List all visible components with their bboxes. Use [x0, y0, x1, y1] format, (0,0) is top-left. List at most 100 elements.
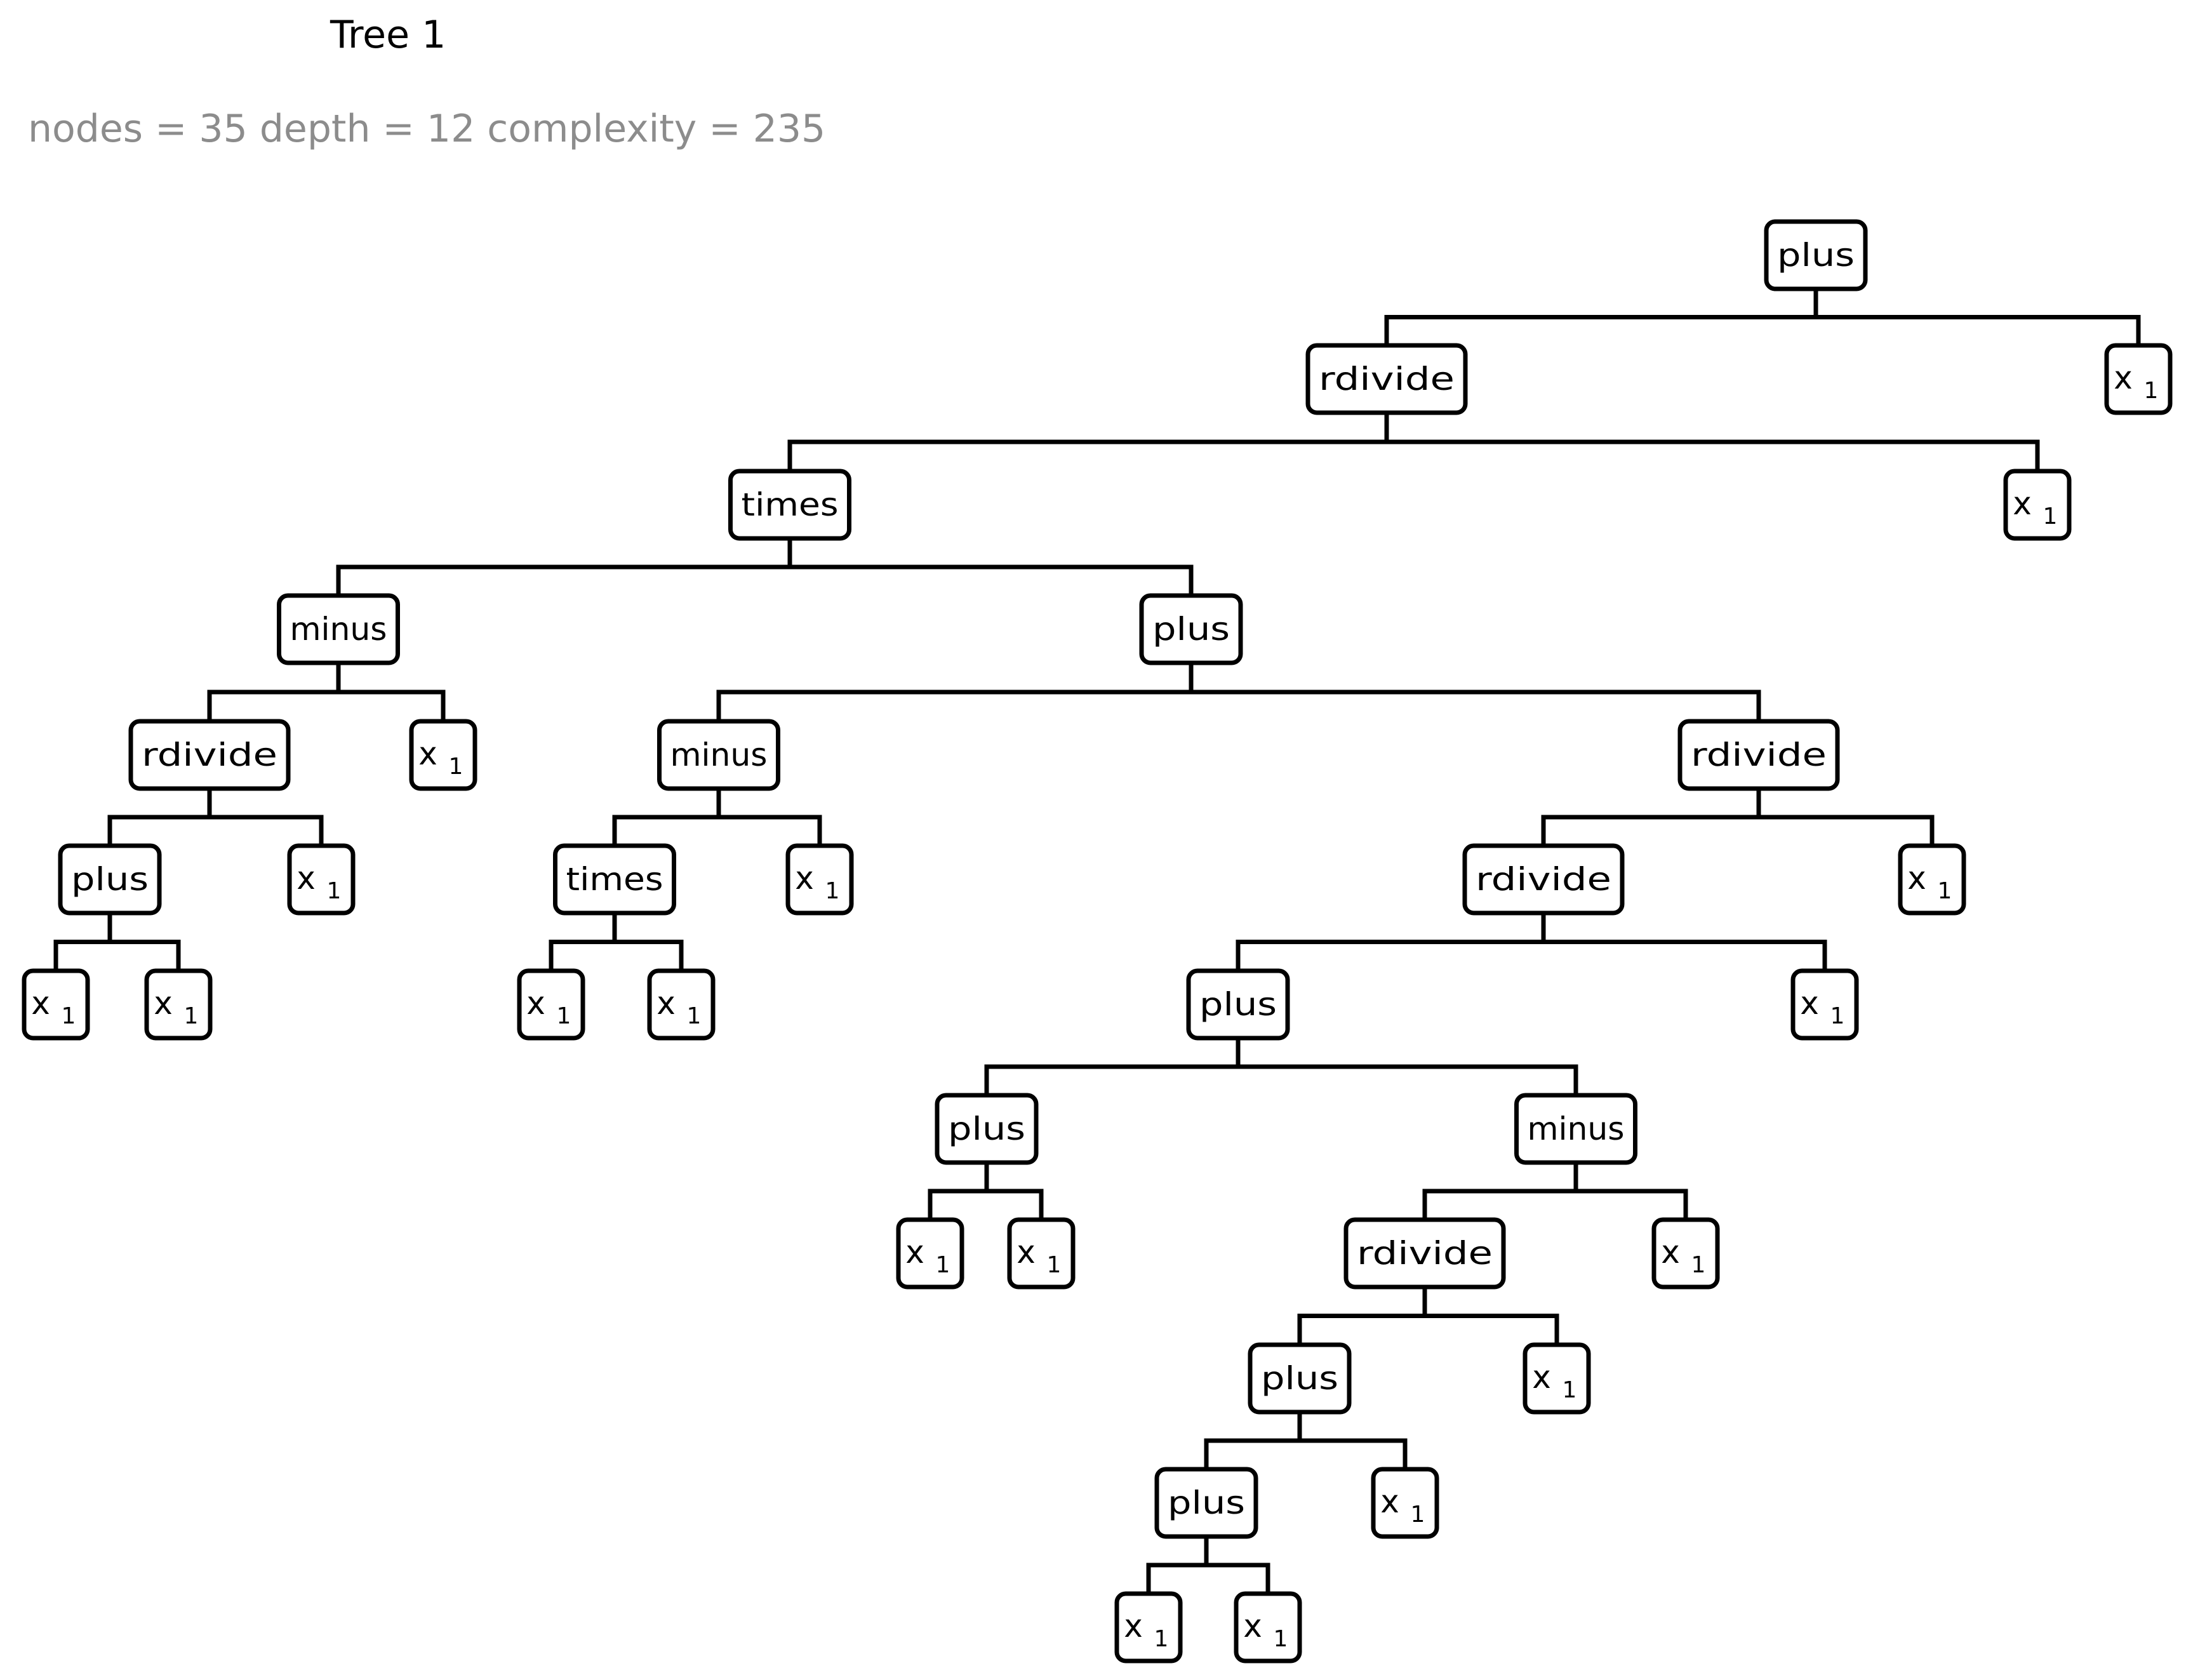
operator-node: rdivide [1343, 1217, 1506, 1290]
operator-node: minus [657, 719, 780, 791]
variable-name: x [154, 985, 173, 1022]
operator-label: plus [71, 861, 149, 898]
operator-node: plus [58, 843, 162, 916]
operator-node: plus [1764, 219, 1868, 291]
operator-label: plus [948, 1110, 1025, 1147]
variable-subscript: 1 [184, 1003, 199, 1029]
variable-name: x [418, 735, 437, 772]
node-box [1234, 1591, 1302, 1663]
node-box [1514, 1093, 1637, 1165]
tree-edge [716, 660, 1761, 724]
variable-name: x [31, 985, 50, 1022]
tree-edge [107, 786, 324, 848]
operator-node: minus [277, 593, 400, 665]
variable-subscript: 1 [1047, 1252, 1062, 1278]
diagram-title: Tree 1 [330, 13, 446, 57]
node-box [657, 719, 780, 791]
tree-edge [207, 660, 446, 724]
operator-node: plus [1186, 968, 1290, 1041]
node-box [58, 843, 162, 916]
variable-subscript: 1 [936, 1252, 950, 1278]
operator-node: plus [935, 1093, 1039, 1165]
operator-node: times [728, 469, 851, 541]
variable-name: x [795, 860, 814, 897]
tree-edge [984, 1036, 1578, 1098]
tree-edge [53, 910, 181, 973]
tree-edges [53, 286, 2141, 1596]
operator-node: rdivide [128, 719, 291, 791]
node-box [517, 968, 585, 1041]
variable-subscript: 1 [449, 754, 463, 780]
variable-subscript: 1 [1830, 1003, 1845, 1029]
node-box [1007, 1217, 1076, 1290]
operator-label: times [742, 486, 839, 523]
tree-edge [1541, 786, 1935, 848]
variable-subscript: 1 [1274, 1626, 1288, 1652]
tree-edge [1236, 910, 1827, 973]
node-box [277, 593, 400, 665]
operator-label: rdivide [1476, 861, 1611, 898]
tree-edge [336, 536, 1194, 598]
operator-node: plus [1139, 593, 1243, 665]
node-box [144, 968, 213, 1041]
node-box [1371, 1467, 1439, 1539]
operator-node: minus [1514, 1093, 1637, 1165]
node-box [128, 719, 291, 791]
tree-edge [612, 786, 822, 848]
node-box [1114, 1591, 1183, 1663]
node-box [1677, 719, 1840, 791]
operator-label: minus [1528, 1110, 1625, 1147]
node-box [287, 843, 356, 916]
tree-edge [1146, 1534, 1270, 1596]
operator-node: plus [1248, 1342, 1352, 1415]
variable-subscript: 1 [825, 878, 840, 904]
tree-edge [549, 910, 684, 973]
node-box [2003, 469, 2072, 541]
operator-label: minus [670, 737, 768, 773]
variable-subscript: 1 [1154, 1626, 1169, 1652]
tree-edge [928, 1160, 1044, 1222]
variable-name: x [1243, 1608, 1262, 1644]
operator-node: rdivide [1677, 719, 1840, 791]
variable-subscript: 1 [1411, 1502, 1425, 1528]
variable-name: x [1124, 1608, 1143, 1644]
tree-edge [787, 410, 2040, 474]
variable-name: x [1800, 985, 1819, 1022]
variable-name: x [1661, 1234, 1680, 1270]
node-box [1248, 1342, 1352, 1415]
node-box [2104, 343, 2173, 415]
variable-subscript: 1 [1563, 1377, 1577, 1403]
operator-label: minus [290, 611, 387, 648]
node-box [728, 469, 851, 541]
node-box [1651, 1217, 1720, 1290]
operator-label: plus [1261, 1360, 1338, 1397]
variable-subscript: 1 [687, 1003, 702, 1029]
variable-name: x [526, 985, 545, 1022]
variable-name: x [1380, 1483, 1399, 1520]
variable-subscript: 1 [327, 878, 342, 904]
tree-edge [1204, 1410, 1408, 1472]
node-box [1343, 1217, 1506, 1290]
node-box [553, 843, 676, 916]
tree-stats: nodes = 35 depth = 12 complexity = 235 [28, 107, 826, 151]
operator-label: rdivide [1691, 737, 1827, 773]
variable-subscript: 1 [1691, 1252, 1706, 1278]
node-box [22, 968, 90, 1041]
node-box [409, 719, 477, 791]
node-box [1764, 219, 1868, 291]
variable-name: x [1907, 860, 1926, 897]
variable-subscript: 1 [557, 1003, 571, 1029]
